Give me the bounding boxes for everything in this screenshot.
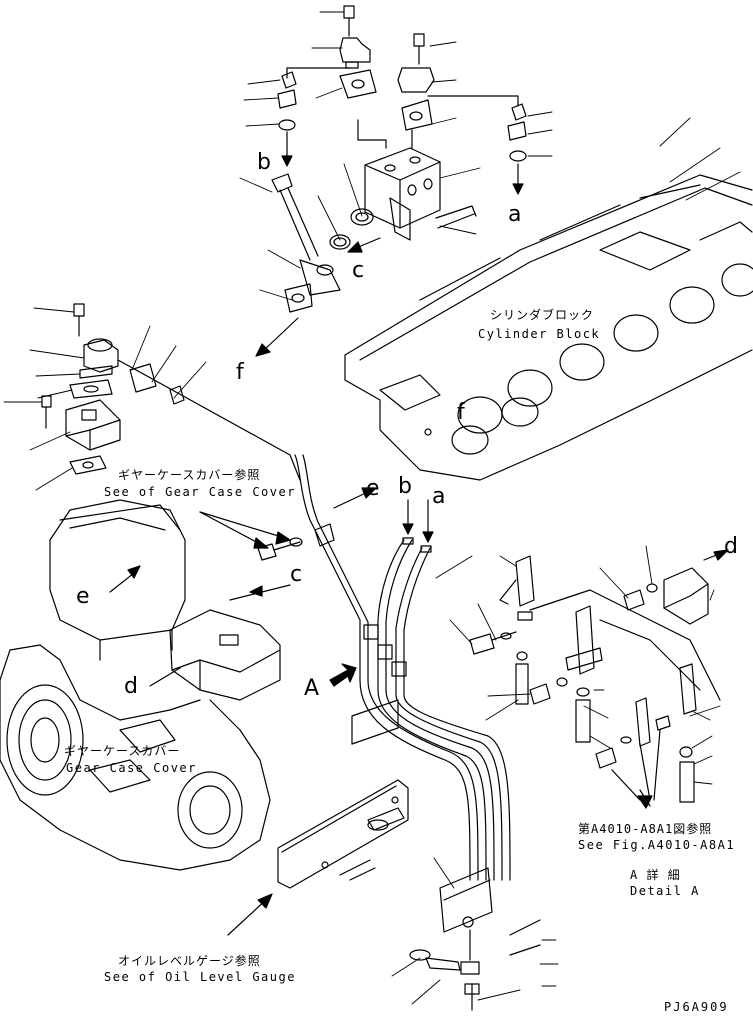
label-A-view: A <box>304 676 320 701</box>
caption-cylinder-block-en: Cylinder Block <box>478 327 601 341</box>
caption-gear-case-jp: ギヤーケースカバー <box>64 744 181 758</box>
label-f-block: f <box>457 400 465 425</box>
oil-level-gauge-plate <box>227 779 409 936</box>
caption-fig-ref-jp: 第A4010-A8A1図参照 <box>578 822 713 836</box>
label-c-gear: c <box>290 562 303 587</box>
gear-case-cover <box>0 499 303 871</box>
leader-lines <box>3 11 741 1005</box>
caption-gear-case-ref-jp: ギヤーケースカバー参照 <box>118 468 261 482</box>
breather-pipes <box>294 454 541 1011</box>
label-d-detail: d <box>724 534 738 559</box>
caption-gear-case-en: Gear Case Cover <box>66 761 197 775</box>
caption-oil-gauge-ref-jp: オイルレベルゲージ参照 <box>118 954 261 968</box>
label-f-top: f <box>236 360 244 385</box>
label-b-pipe: b <box>398 474 412 499</box>
caption-oil-gauge-ref-en: See of Oil Level Gauge <box>104 970 296 984</box>
caption-cylinder-block-jp: シリンダブロック <box>490 308 595 322</box>
caption-detail-a-en: Detail A <box>630 884 700 898</box>
label-b-top: b <box>257 150 271 175</box>
caption-detail-a-jp: A 詳 細 <box>630 868 681 882</box>
detail-a <box>469 549 729 809</box>
label-a-pipe: a <box>432 484 446 509</box>
label-e-pipe: e <box>366 476 380 501</box>
breather-assembly <box>255 5 527 357</box>
left-breather <box>41 303 301 481</box>
drawing-code: PJ6A909 <box>664 1000 729 1014</box>
caption-gear-case-ref-en: See of Gear Case Cover <box>104 485 296 499</box>
label-c-top: c <box>352 258 365 283</box>
label-e-gear: e <box>76 584 90 609</box>
label-a-top: a <box>508 202 522 227</box>
caption-fig-ref-en: See Fig.A4010-A8A1 <box>578 838 736 852</box>
label-d-gear: d <box>124 674 138 699</box>
cylinder-block <box>344 174 753 481</box>
